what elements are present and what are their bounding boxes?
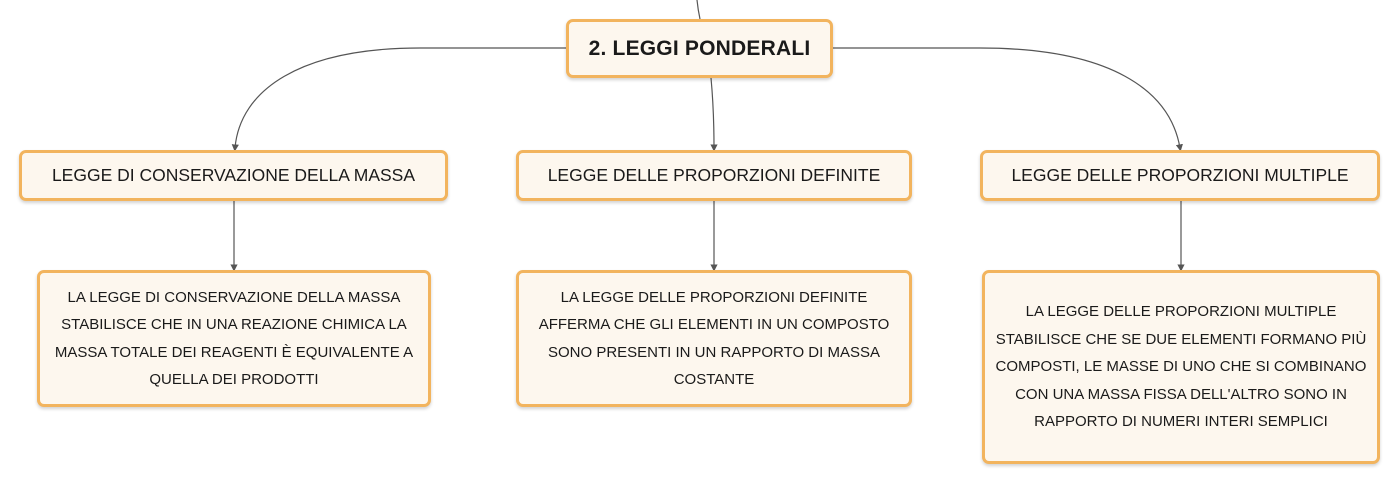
detail-node-proporzioni-multiple[interactable]: LA LEGGE DELLE PROPORZIONI MULTIPLE STAB… (982, 270, 1380, 464)
root-label: 2. LEGGI PONDERALI (588, 36, 811, 60)
topic-label: LEGGE DELLE PROPORZIONI DEFINITE (547, 165, 881, 185)
topic-label: LEGGE DELLE PROPORZIONI MULTIPLE (1011, 165, 1349, 185)
connector-root-to-topic-3 (833, 47, 1183, 152)
detail-text: LA LEGGE DELLE PROPORZIONI DEFINITE AFFE… (538, 288, 890, 389)
topic-node-conservazione-massa[interactable]: LEGGE DI CONSERVAZIONE DELLA MASSA (19, 150, 448, 201)
connector-root-to-topic-2 (710, 77, 718, 152)
detail-text: LA LEGGE DELLE PROPORZIONI MULTIPLE STAB… (995, 303, 1367, 431)
topic-node-proporzioni-multiple[interactable]: LEGGE DELLE PROPORZIONI MULTIPLE (980, 150, 1380, 201)
root-node[interactable]: 2. LEGGI PONDERALI (566, 19, 833, 78)
connector-parent-to-root (696, 0, 701, 20)
detail-node-proporzioni-definite[interactable]: LA LEGGE DELLE PROPORZIONI DEFINITE AFFE… (516, 270, 912, 407)
topic-label: LEGGE DI CONSERVAZIONE DELLA MASSA (51, 165, 416, 185)
connector-root-to-topic-1 (231, 47, 566, 152)
topic-node-proporzioni-definite[interactable]: LEGGE DELLE PROPORZIONI DEFINITE (516, 150, 912, 201)
detail-node-conservazione-massa[interactable]: LA LEGGE DI CONSERVAZIONE DELLA MASSA ST… (37, 270, 431, 407)
detail-text: LA LEGGE DI CONSERVAZIONE DELLA MASSA ST… (54, 288, 414, 389)
